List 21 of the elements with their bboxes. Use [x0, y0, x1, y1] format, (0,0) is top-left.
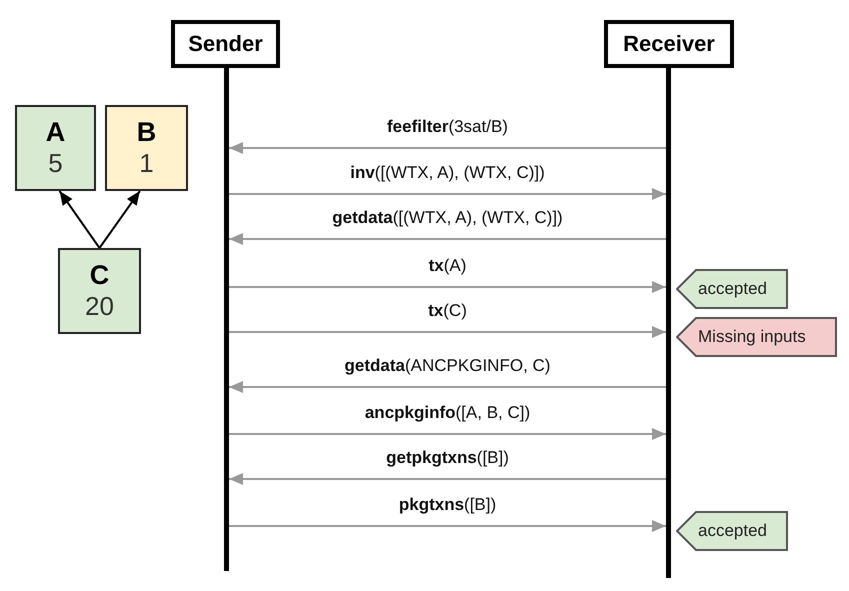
lifeline — [666, 68, 671, 578]
status-tag — [676, 317, 837, 357]
transaction-box — [58, 248, 141, 334]
lifeline-title: Sender — [188, 31, 263, 57]
status-tag — [676, 269, 788, 309]
lifeline — [224, 68, 229, 571]
transaction-box — [15, 105, 96, 191]
fee-rate: 1 — [139, 148, 154, 179]
fee-rate: 20 — [85, 291, 114, 322]
lifeline-header — [171, 20, 280, 68]
transaction-box — [105, 105, 188, 191]
transaction-name: B — [136, 117, 156, 148]
lifeline-title: Receiver — [623, 31, 715, 57]
status-text: accepted — [698, 279, 767, 299]
status-tag — [676, 511, 788, 551]
status-text: accepted — [698, 521, 767, 541]
status-text: Missing inputs — [698, 327, 806, 347]
fee-rate: 5 — [48, 148, 63, 179]
transaction-name: A — [46, 117, 66, 148]
transaction-name: C — [90, 260, 110, 291]
lifeline-header — [604, 20, 734, 68]
